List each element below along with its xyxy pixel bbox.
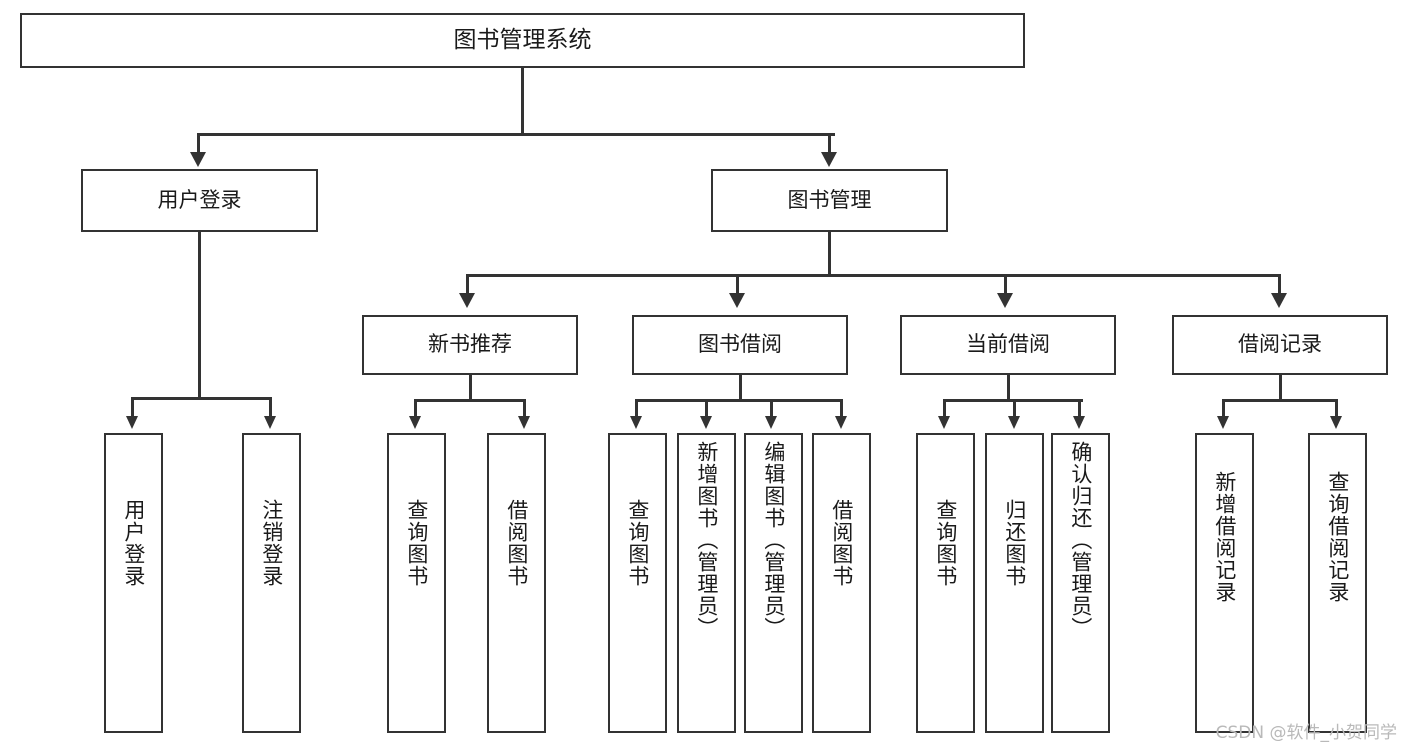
edge-borrow-stem bbox=[739, 375, 742, 402]
edge-borrow-leaf1 bbox=[635, 399, 638, 419]
arrow-book-mgmt-to-borrow bbox=[729, 293, 745, 308]
edge-root-to-book-mgmt bbox=[828, 133, 831, 155]
arrow-borrow-leaf3 bbox=[765, 416, 777, 429]
leaf-query-book-recommend[interactable]: 查询图书 bbox=[387, 433, 446, 733]
arrow-book-mgmt-to-record bbox=[1271, 293, 1287, 308]
leaf-borrow-book[interactable]: 借阅图书 bbox=[812, 433, 871, 733]
edge-borrow-leaf2 bbox=[705, 399, 708, 419]
node-label: 图书借阅 bbox=[698, 332, 782, 357]
edge-user-login-stem bbox=[198, 232, 201, 400]
edge-user-login-leaf1 bbox=[131, 397, 134, 419]
edge-book-mgmt-to-recommend bbox=[466, 274, 469, 295]
node-label: 当前借阅 bbox=[966, 332, 1050, 357]
arrow-recommend-leaf1 bbox=[409, 416, 421, 429]
node-label: 新书推荐 bbox=[428, 332, 512, 357]
arrow-borrow-leaf4 bbox=[835, 416, 847, 429]
edge-recommend-bus bbox=[414, 399, 526, 402]
edge-recommend-leaf1 bbox=[414, 399, 417, 419]
leaf-label: 注销登录 bbox=[259, 499, 284, 587]
edge-record-bus bbox=[1222, 399, 1338, 402]
arrow-user-login-leaf2 bbox=[264, 416, 276, 429]
edge-borrow-bus bbox=[635, 399, 843, 402]
arrow-root-to-book-mgmt bbox=[821, 152, 837, 167]
leaf-label: 查询图书 bbox=[625, 499, 650, 587]
edge-record-leaf1 bbox=[1222, 399, 1225, 419]
arrow-user-login-leaf1 bbox=[126, 416, 138, 429]
node-root-system[interactable]: 图书管理系统 bbox=[20, 13, 1025, 68]
arrow-current-leaf2 bbox=[1008, 416, 1020, 429]
node-borrow-record[interactable]: 借阅记录 bbox=[1172, 315, 1388, 375]
leaf-label: 新增图书（管理员） bbox=[694, 441, 719, 639]
arrow-book-mgmt-to-recommend bbox=[459, 293, 475, 308]
edge-user-login-bus bbox=[131, 397, 270, 400]
leaf-logout[interactable]: 注销登录 bbox=[242, 433, 301, 733]
node-book-management[interactable]: 图书管理 bbox=[711, 169, 948, 232]
leaf-label: 借阅图书 bbox=[829, 499, 854, 587]
leaf-confirm-return-admin[interactable]: 确认归还（管理员） bbox=[1051, 433, 1110, 733]
edge-recommend-leaf2 bbox=[523, 399, 526, 419]
edge-root-bus bbox=[197, 133, 835, 136]
leaf-query-borrow-record[interactable]: 查询借阅记录 bbox=[1308, 433, 1367, 733]
edge-recommend-stem bbox=[469, 375, 472, 402]
edge-book-mgmt-to-borrow bbox=[736, 274, 739, 295]
node-new-book-recommend[interactable]: 新书推荐 bbox=[362, 315, 578, 375]
node-book-borrow[interactable]: 图书借阅 bbox=[632, 315, 848, 375]
edge-current-leaf1 bbox=[943, 399, 946, 419]
edge-root-to-user-login bbox=[197, 133, 200, 155]
leaf-label: 借阅图书 bbox=[504, 499, 529, 587]
leaf-borrow-book-recommend[interactable]: 借阅图书 bbox=[487, 433, 546, 733]
edge-current-leaf2 bbox=[1013, 399, 1016, 419]
edge-record-leaf2 bbox=[1335, 399, 1338, 419]
edge-borrow-leaf3 bbox=[770, 399, 773, 419]
edge-book-mgmt-stem bbox=[828, 232, 831, 277]
leaf-label: 确认归还（管理员） bbox=[1068, 441, 1093, 639]
leaf-label: 新增借阅记录 bbox=[1212, 471, 1237, 603]
leaf-add-borrow-record[interactable]: 新增借阅记录 bbox=[1195, 433, 1254, 733]
edge-user-login-leaf2 bbox=[269, 397, 272, 419]
leaf-label: 查询借阅记录 bbox=[1325, 471, 1350, 603]
edge-current-stem bbox=[1007, 375, 1010, 402]
leaf-query-book-current[interactable]: 查询图书 bbox=[916, 433, 975, 733]
leaf-label: 查询图书 bbox=[404, 499, 429, 587]
leaf-add-book-admin[interactable]: 新增图书（管理员） bbox=[677, 433, 736, 733]
arrow-recommend-leaf2 bbox=[518, 416, 530, 429]
leaf-label: 用户登录 bbox=[121, 499, 146, 587]
arrow-book-mgmt-to-current bbox=[997, 293, 1013, 308]
edge-book-mgmt-to-current bbox=[1004, 274, 1007, 295]
node-label: 用户登录 bbox=[157, 187, 242, 212]
leaf-label: 查询图书 bbox=[933, 499, 958, 587]
node-current-borrow[interactable]: 当前借阅 bbox=[900, 315, 1116, 375]
edge-book-mgmt-to-record bbox=[1278, 274, 1281, 295]
arrow-record-leaf2 bbox=[1330, 416, 1342, 429]
edge-borrow-leaf4 bbox=[840, 399, 843, 419]
node-label: 借阅记录 bbox=[1238, 332, 1322, 357]
leaf-edit-book-admin[interactable]: 编辑图书（管理员） bbox=[744, 433, 803, 733]
arrow-root-to-user-login bbox=[190, 152, 206, 167]
csdn-watermark: CSDN @软件_小贺同学 bbox=[1215, 723, 1397, 743]
edge-book-mgmt-bus bbox=[466, 274, 1281, 277]
leaf-query-book-borrow[interactable]: 查询图书 bbox=[608, 433, 667, 733]
leaf-return-book[interactable]: 归还图书 bbox=[985, 433, 1044, 733]
edge-current-leaf3 bbox=[1078, 399, 1081, 419]
leaf-label: 编辑图书（管理员） bbox=[761, 441, 786, 639]
arrow-current-leaf1 bbox=[938, 416, 950, 429]
arrow-borrow-leaf2 bbox=[700, 416, 712, 429]
arrow-borrow-leaf1 bbox=[630, 416, 642, 429]
arrow-current-leaf3 bbox=[1073, 416, 1085, 429]
edge-record-stem bbox=[1279, 375, 1282, 402]
edge-root-stem bbox=[521, 68, 524, 135]
leaf-label: 归还图书 bbox=[1002, 499, 1027, 587]
node-label: 图书管理系统 bbox=[453, 26, 592, 53]
arrow-record-leaf1 bbox=[1217, 416, 1229, 429]
node-label: 图书管理 bbox=[787, 187, 872, 212]
leaf-user-login[interactable]: 用户登录 bbox=[104, 433, 163, 733]
node-user-login[interactable]: 用户登录 bbox=[81, 169, 318, 232]
